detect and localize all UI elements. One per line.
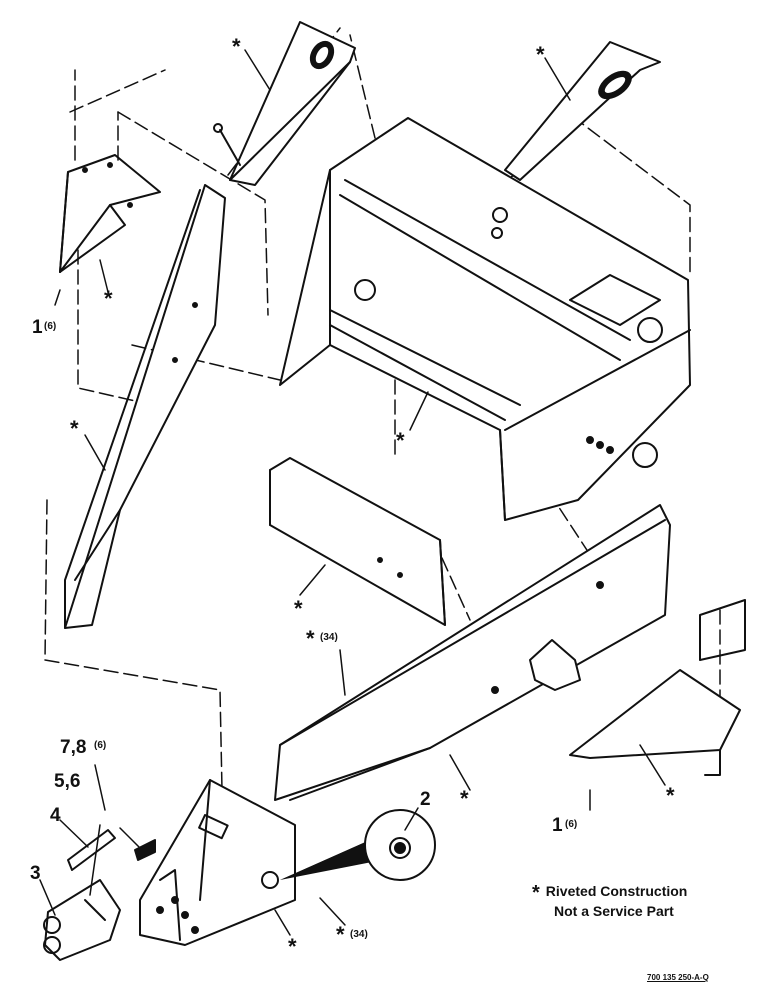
detail-circle	[280, 809, 436, 881]
long-right-channel	[274, 504, 671, 801]
callout-2: 2	[420, 789, 431, 810]
hitch-strap	[67, 829, 116, 871]
lower-right-bracket	[569, 599, 746, 776]
left-long-channel	[64, 184, 226, 629]
top-right-bracket	[504, 41, 661, 181]
leader-lines	[39, 49, 666, 936]
note-star: *	[532, 882, 540, 904]
callout-34-upper: (34)	[320, 632, 338, 643]
star-marker: *	[306, 626, 315, 651]
note-line-1: Riveted Construction	[545, 883, 688, 899]
hitch-mount	[139, 779, 296, 946]
star-marker: *	[536, 42, 545, 67]
star-marker: *	[294, 596, 303, 621]
middle-box-plate	[269, 457, 446, 626]
center-box-frame	[279, 117, 691, 521]
top-center-bracket	[213, 21, 356, 186]
callout-3: 3	[30, 863, 41, 884]
callout-1-upper-qty: (6)	[44, 321, 57, 332]
star-marker: *	[396, 428, 405, 453]
callout-7-8: 7,8	[60, 737, 87, 758]
star-marker: *	[336, 922, 345, 947]
star-marker: *	[232, 34, 241, 59]
riveted-note: * Riveted Construction Not a Service Part	[532, 882, 687, 920]
drawing-code: 700 135 250-A-Q	[647, 973, 709, 982]
star-marker: *	[104, 286, 113, 311]
note-line-2: Not a Service Part	[554, 903, 674, 919]
callout-4: 4	[50, 805, 61, 826]
star-marker: *	[460, 786, 469, 811]
callout-7-8-qty: (6)	[94, 740, 107, 751]
hitch-clevis	[43, 879, 121, 961]
callout-5-6: 5,6	[54, 771, 81, 792]
star-marker: *	[70, 416, 79, 441]
bolt-pin	[134, 839, 156, 861]
callout-1-lower-qty: (6)	[565, 819, 578, 830]
callout-1-upper: 1	[32, 317, 43, 338]
callout-1-lower: 1	[552, 815, 563, 836]
star-marker: *	[666, 783, 675, 808]
callout-34-lower: (34)	[350, 929, 368, 940]
upper-left-bracket	[59, 154, 161, 273]
star-marker: *	[288, 934, 297, 959]
